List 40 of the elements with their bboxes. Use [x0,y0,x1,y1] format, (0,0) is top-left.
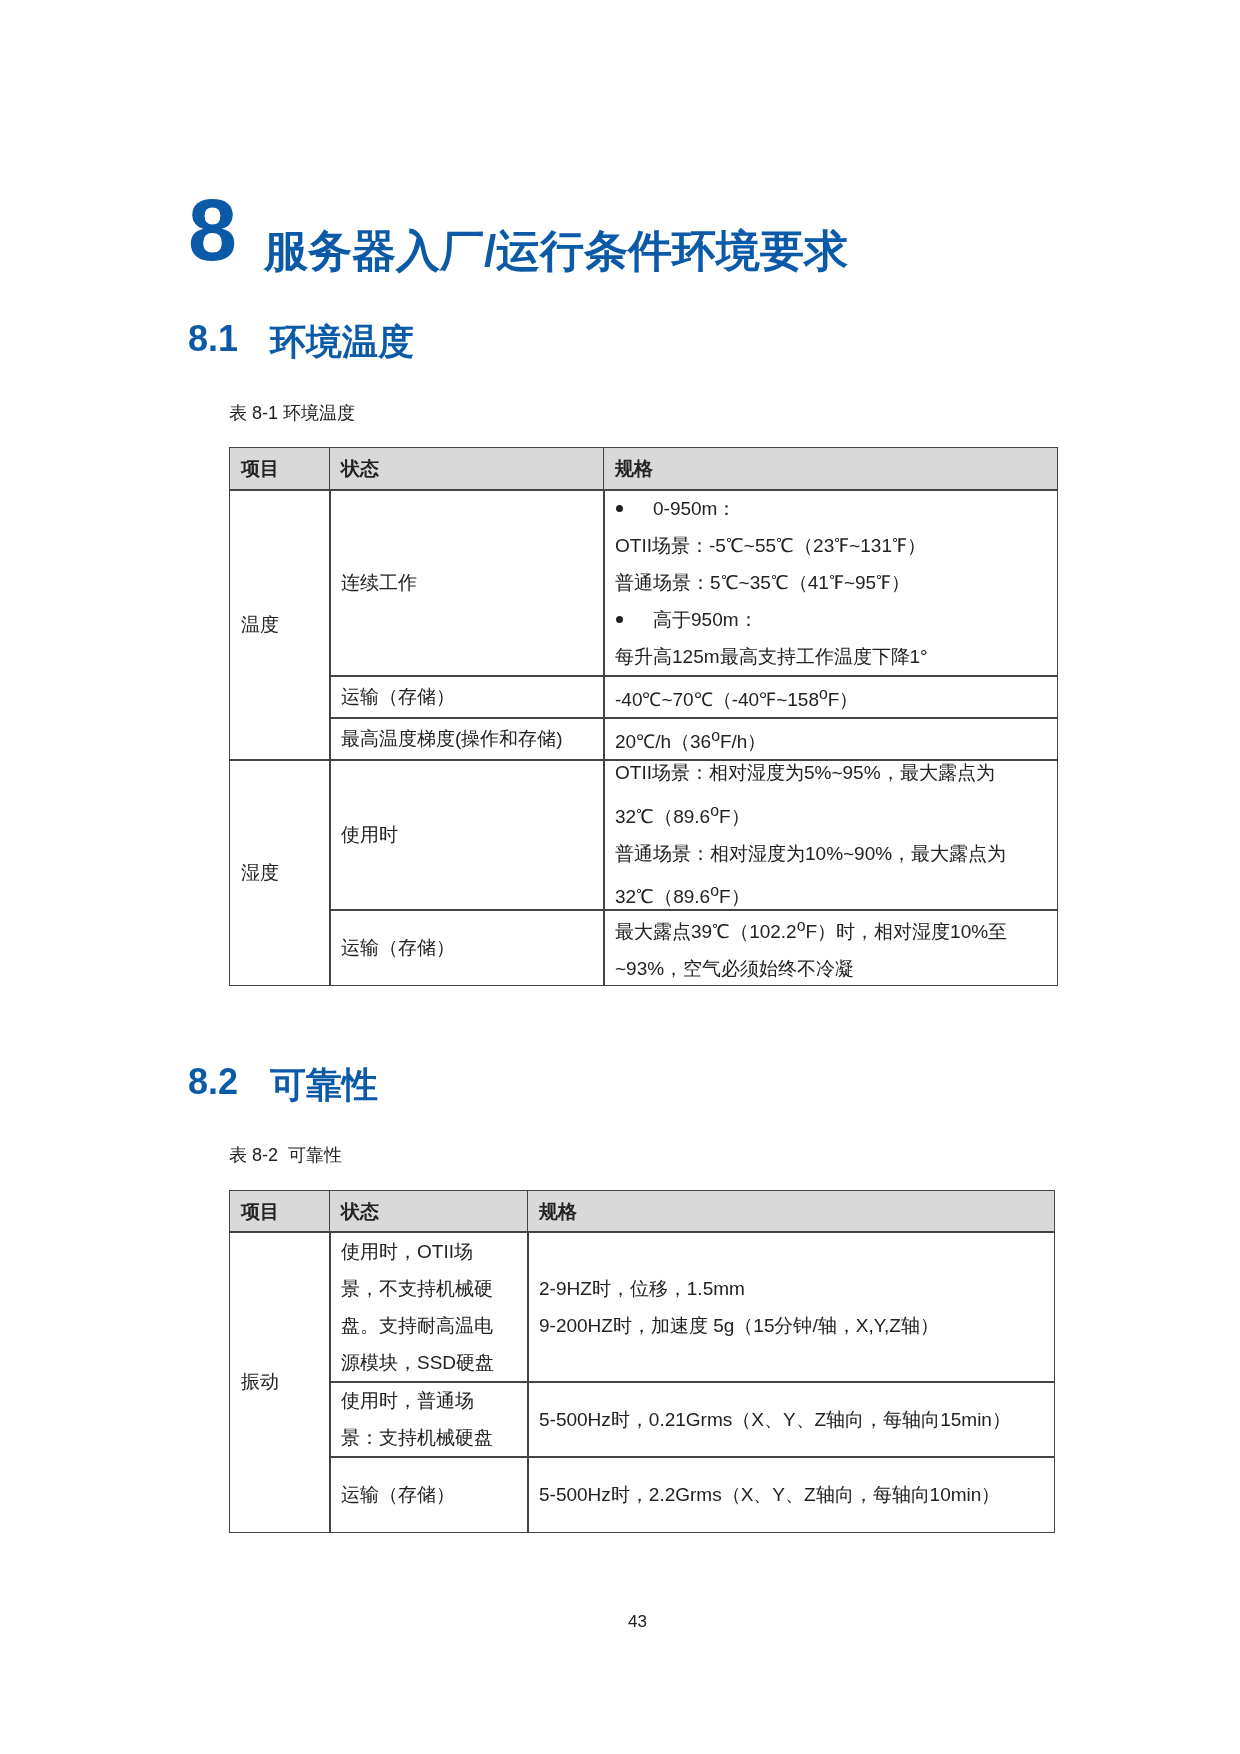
chapter-title: 服务器入厂/运行条件环境要求 [264,225,849,277]
table-cell: 使用时，OTII场景，不支持机械硬盘。支持耐高温电源模块，SSD硬盘 [329,1231,529,1383]
table-cell: 运输（存储） [329,675,605,719]
table-header-cell: 项目 [229,1190,331,1233]
table-header-cell: 项目 [229,447,331,491]
section-number: 8.1 [188,318,239,360]
section-title: 环境温度 [270,320,414,364]
table-cell: 连续工作 [329,489,605,677]
table-cell: 运输（存储） [329,1456,529,1533]
cell-text: 高于950m： [653,609,758,631]
table-cell: 5-500Hz时，2.2Grms（X、Y、Z轴向，每轴向10min） [527,1456,1055,1533]
cell-text: 2-9HZ时，位移，1.5mm [539,1277,745,1299]
cell-text: 0-950m： [653,498,737,520]
cell-text: 每升高125m最高支持工作温度下降1° [615,646,928,668]
table-cell: 温度 [229,489,331,761]
table-cell: 湿度 [229,759,331,986]
chapter-number: 8 [188,182,237,278]
table-header-cell: 状态 [329,1190,529,1233]
cell-text: 9-200HZ时，加速度 5g（15分钟/轴，X,Y,Z轴） [539,1314,939,1336]
table-caption: 表 8-1 环境温度 [229,402,356,425]
section-title: 可靠性 [270,1063,378,1107]
cell-text: 普通场景：相对湿度为10%~90%，最大露点为32℃（89.6$^{o}$F） [615,842,1007,908]
table-caption: 表 8-2 可靠性 [229,1144,343,1167]
table-cell: 运输（存储） [329,909,605,986]
table-header-cell: 规格 [527,1190,1055,1233]
section-number: 8.2 [188,1061,239,1103]
table-cell: 使用时 [329,759,605,911]
table-cell: 20℃/h（36$^{o}$F/h） [603,717,1058,761]
cell-text: OTII场景：-5℃~55℃（23℉~131℉） [615,535,926,557]
table-cell: -40℃~70℃（-40℉~158$^{o}$F） [603,675,1058,719]
table-cell: 5-500Hz时，0.21Grms（X、Y、Z轴向，每轴向15min） [527,1381,1055,1458]
table-cell: 振动 [229,1231,331,1533]
cell-text: 普通场景：5℃~35℃（41℉~95℉） [615,572,911,594]
page-number: 43 [628,1612,647,1632]
table-cell: 最高温度梯度(操作和存储) [329,717,605,761]
cell-text: OTII场景：相对湿度为5%~95%，最大露点为32℃（89.6$^{o}$F） [615,762,995,827]
table-header-cell: 规格 [603,447,1058,491]
table-header-cell: 状态 [329,447,605,491]
table-cell: 最大露点39℃（102.2$^{o}$F）时，相对湿度10%至~93%，空气必须始终不冷凝 [603,909,1058,986]
table-cell: 使用时，普通场景：支持机械硬盘 [329,1381,529,1458]
